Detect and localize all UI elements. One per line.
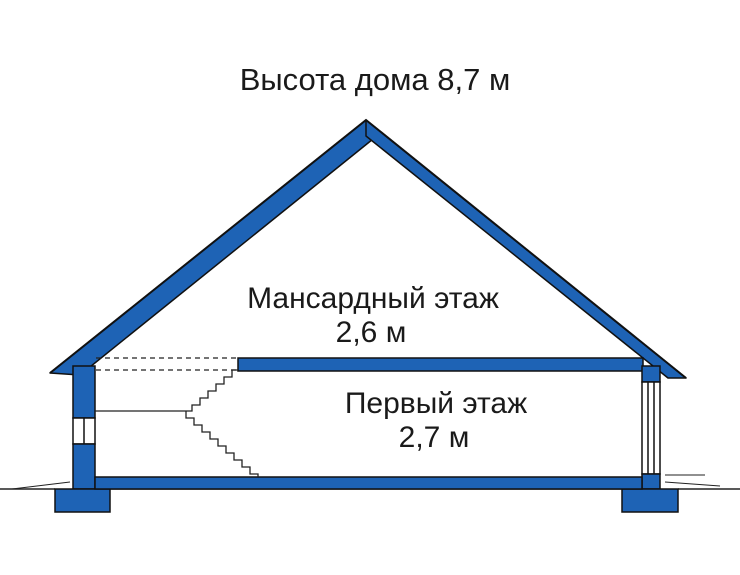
left-wall-upper bbox=[72, 365, 96, 419]
stair-opening-dashed-line bbox=[96, 357, 238, 371]
staircase-upper-flight bbox=[186, 369, 238, 412]
right-foundation bbox=[621, 488, 679, 513]
roof-left-slope bbox=[49, 119, 379, 376]
attic-floor-slab bbox=[237, 357, 644, 372]
right-wall-upper bbox=[641, 365, 661, 383]
attic-floor-height: 2,6 м bbox=[336, 316, 407, 349]
house-height-title: Высота дома 8,7 м bbox=[240, 62, 511, 97]
left-foundation bbox=[54, 488, 111, 513]
roof bbox=[49, 118, 687, 379]
ground-floor-slab bbox=[94, 476, 643, 490]
right-wall-lower bbox=[641, 473, 661, 490]
attic-floor-name: Мансардный этаж bbox=[247, 282, 499, 315]
first-floor-height: 2,7 м bbox=[399, 421, 470, 454]
right-window bbox=[641, 381, 661, 475]
left-wall-lower bbox=[72, 443, 96, 490]
roof-ridge-outline bbox=[49, 118, 687, 379]
staircase-lower-flight bbox=[185, 411, 259, 477]
first-floor-name: Первый этаж bbox=[345, 387, 527, 420]
right-wall bbox=[641, 365, 661, 490]
left-wall bbox=[72, 365, 96, 490]
